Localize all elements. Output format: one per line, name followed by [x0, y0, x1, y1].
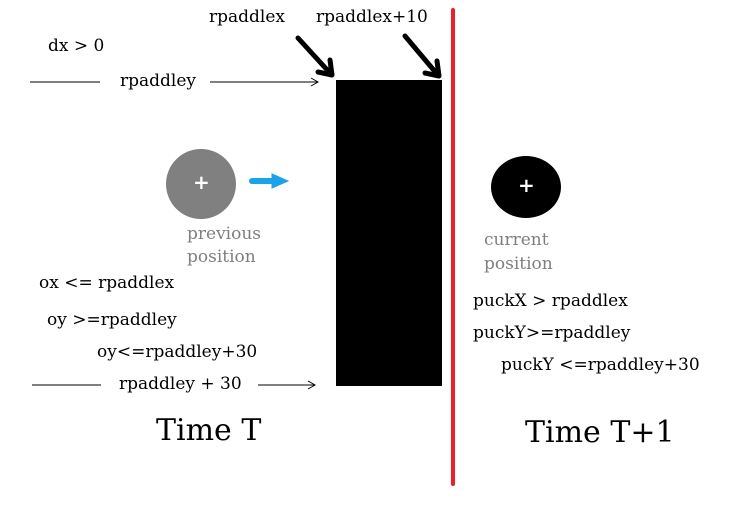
rpaddlex-pointer-arrow [295, 35, 335, 78]
current-puck-plus: + [518, 173, 535, 197]
previous-position-caption-line2: position [187, 247, 256, 267]
previous-puck-plus: + [193, 170, 210, 194]
rpaddley-30-label: rpaddley + 30 [119, 374, 242, 394]
left-condition-1: ox <= rpaddlex [39, 273, 175, 293]
dx-label: dx > 0 [48, 36, 105, 56]
rpaddlex10-pointer-arrow [402, 33, 442, 79]
left-condition-3: oy<=rpaddley+30 [97, 342, 258, 362]
current-position-caption-line1: current [484, 230, 549, 250]
right-condition-1: puckX > rpaddlex [473, 291, 628, 311]
left-condition-2: oy >=rpaddley [47, 310, 177, 330]
right-condition-2: puckY>=rpaddley [473, 323, 631, 343]
current-puck [491, 156, 561, 218]
rpaddley-label: rpaddley [120, 71, 197, 91]
time-t-caption: Time T [156, 413, 262, 448]
previous-puck [166, 149, 236, 219]
rpaddley-30-arrow [32, 380, 317, 390]
motion-arrow [249, 173, 290, 189]
rpaddlex10-label: rpaddlex+10 [316, 7, 428, 27]
paddle [336, 80, 442, 386]
time-t1-caption: Time T+1 [525, 415, 675, 450]
previous-position-caption-line1: previous [187, 224, 262, 244]
rpaddley-arrow [30, 77, 320, 87]
current-position-caption-line2: position [484, 254, 553, 274]
rpaddlex-label: rpaddlex [209, 7, 285, 27]
right-condition-3: puckY <=rpaddley+30 [501, 355, 700, 375]
